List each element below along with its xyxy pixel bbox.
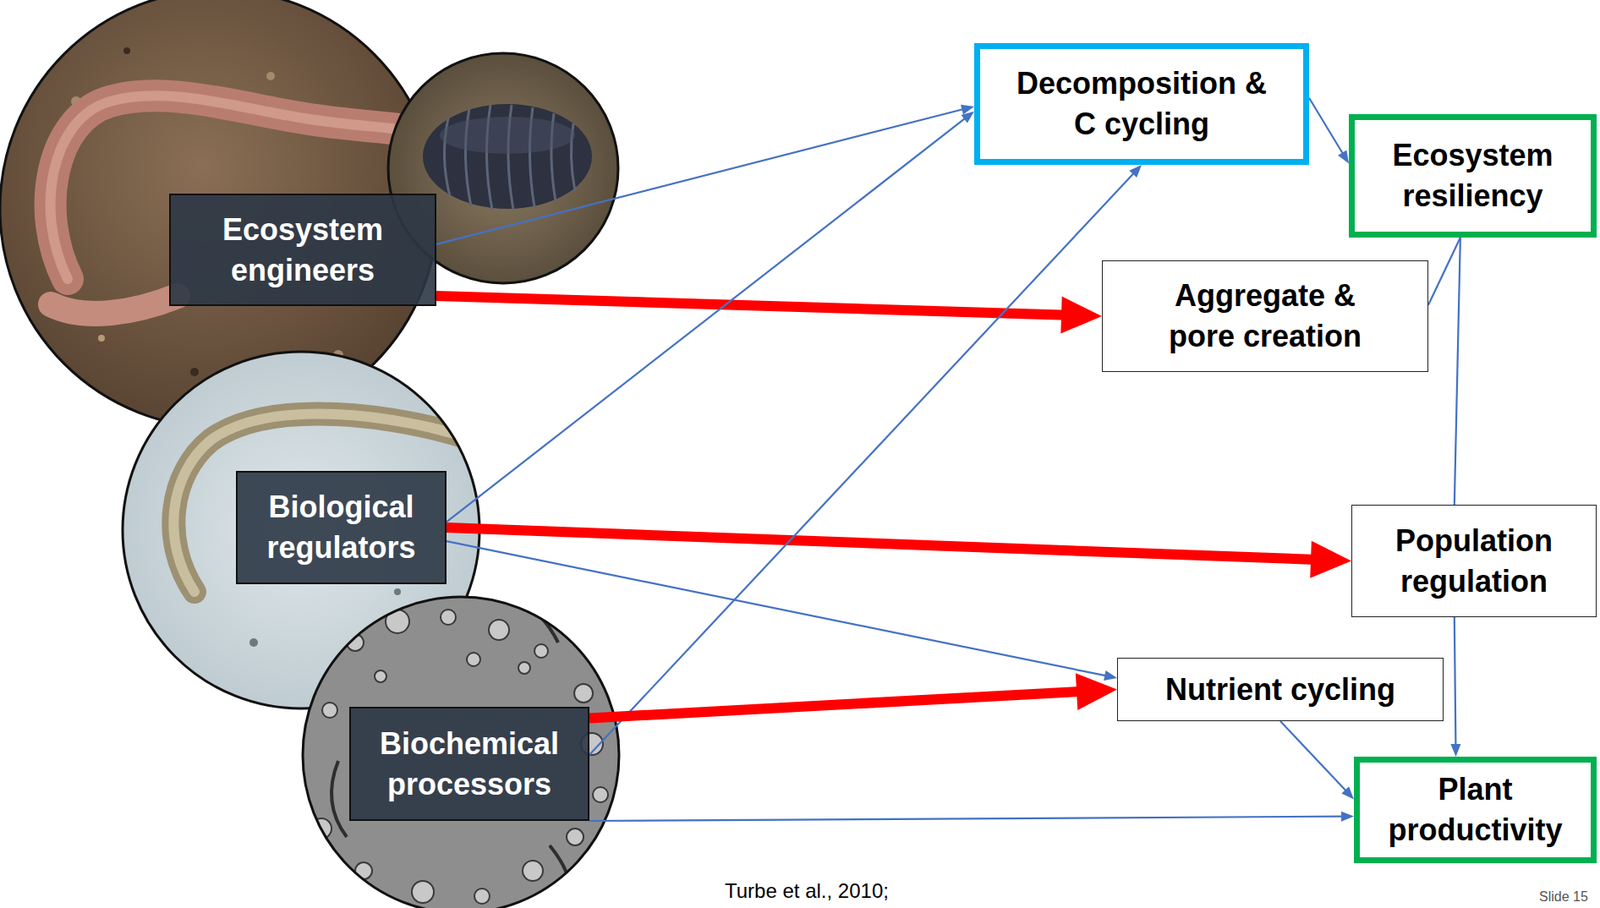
- outcome-box: Plant productivity: [1353, 756, 1597, 864]
- connector: [1309, 98, 1349, 165]
- main-arrow: [589, 673, 1118, 718]
- connector-line: [446, 117, 966, 522]
- connector-line: [446, 527, 1317, 560]
- connector: [589, 164, 1142, 756]
- connector: [446, 111, 975, 523]
- connector-line: [589, 172, 1135, 755]
- connector-line: [1309, 98, 1343, 155]
- process-box: Decomposition & C cycling: [974, 43, 1310, 165]
- node-text: Biochemical processors: [362, 723, 576, 805]
- connector: [1454, 237, 1461, 505]
- process-box: Nutrient cycling: [1117, 657, 1444, 722]
- node-text: Plant productivity: [1368, 769, 1583, 850]
- node-text: Ecosystem resiliency: [1363, 135, 1583, 216]
- arrowhead: [1309, 541, 1352, 579]
- node-text: Decomposition & C cycling: [1011, 63, 1272, 144]
- connector-line: [1454, 617, 1457, 746]
- connector: [1280, 721, 1354, 800]
- connector: [1428, 237, 1461, 306]
- connector-line: [1454, 237, 1461, 505]
- node-text: Population regulation: [1360, 520, 1588, 602]
- group-label: Ecosystem engineers: [169, 193, 437, 307]
- process-box: Population regulation: [1351, 504, 1597, 618]
- slide-number: Slide 15: [1539, 889, 1589, 905]
- connector-line: [1280, 721, 1347, 792]
- arrowhead: [1075, 673, 1118, 711]
- outcome-box: Ecosystem resiliency: [1348, 114, 1597, 238]
- microbe-micrograph: [295, 591, 626, 908]
- connector-line: [436, 295, 1068, 316]
- node-text: Biological regulators: [249, 487, 433, 568]
- arrowhead: [1337, 149, 1349, 164]
- process-box: Aggregate & pore creation: [1101, 260, 1429, 373]
- node-text: Nutrient cycling: [1165, 669, 1396, 711]
- connector-line: [1428, 237, 1461, 306]
- main-arrow: [446, 527, 1352, 579]
- arrowhead: [1103, 670, 1118, 681]
- connector: [446, 541, 1118, 681]
- arrowhead: [1341, 811, 1354, 822]
- arrowhead: [1341, 786, 1354, 800]
- arrowhead: [1128, 164, 1142, 178]
- node-text: Ecosystem engineers: [182, 209, 423, 291]
- connector: [589, 811, 1354, 822]
- connector: [1450, 617, 1461, 757]
- connector-line: [436, 109, 965, 245]
- arrowhead: [1450, 744, 1461, 757]
- arrowhead: [960, 111, 975, 124]
- connector-line: [589, 691, 1083, 719]
- connector-line: [446, 541, 1107, 676]
- group-label: Biological regulators: [235, 471, 447, 585]
- node-text: Aggregate & pore creation: [1145, 275, 1386, 357]
- arrowhead: [1060, 296, 1102, 335]
- group-label: Biochemical processors: [349, 706, 590, 822]
- connector-line: [589, 816, 1343, 822]
- citation: Turbe et al., 2010;: [724, 879, 889, 904]
